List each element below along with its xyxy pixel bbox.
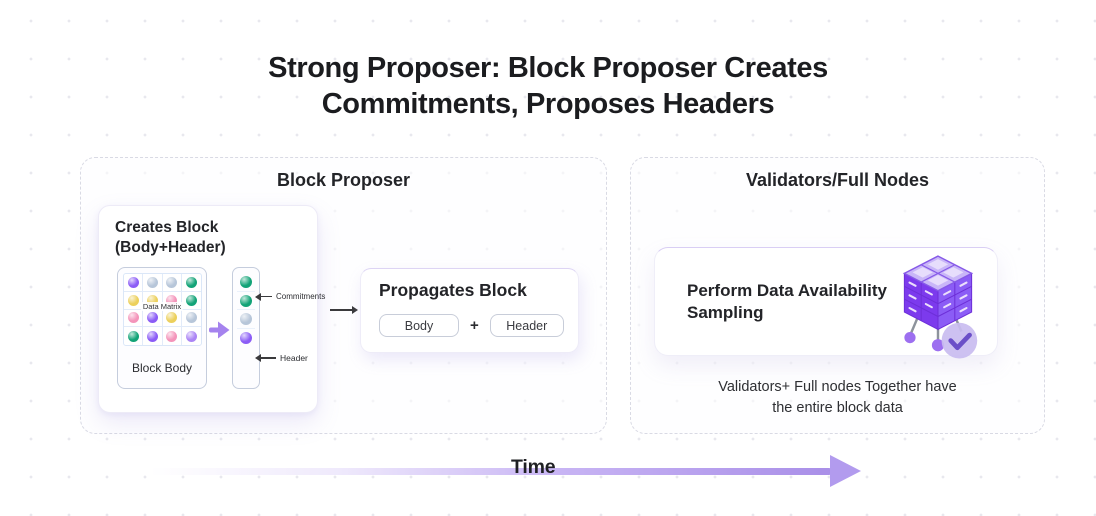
yellow-dot xyxy=(162,309,182,328)
pointer-arrow-icon xyxy=(255,354,276,362)
yellow-dot xyxy=(124,291,144,310)
time-arrow-bar xyxy=(150,468,832,475)
validators-caption: Validators+ Full nodes Together have the… xyxy=(718,379,957,416)
lavender-dot xyxy=(182,327,201,345)
block-body-label: Block Body xyxy=(131,361,193,375)
pink-dot xyxy=(163,327,182,345)
transform-arrow-icon xyxy=(209,321,230,339)
purple-dot xyxy=(143,327,163,345)
block-body-box: Data Matrix Block Body xyxy=(117,267,207,389)
propagates-block-title: Propagates Block xyxy=(379,280,527,300)
header-column xyxy=(232,267,260,389)
block-proposer-label: Block Proposer xyxy=(276,170,411,190)
purple-dot xyxy=(143,309,163,328)
gray-dot xyxy=(162,274,182,292)
validators-label: Validators/Full Nodes xyxy=(745,170,930,190)
data-availability-card: Perform Data Availability Sampling xyxy=(654,247,998,359)
time-arrow-head-icon xyxy=(830,455,861,487)
green-dot xyxy=(181,274,201,292)
time-label: Time xyxy=(511,456,556,478)
purple-dot xyxy=(233,329,259,348)
data-cube-icon xyxy=(902,255,978,359)
commitments-label: Commitments xyxy=(276,292,326,301)
pointer-arrow-icon xyxy=(255,293,272,300)
gray-dot xyxy=(233,310,259,329)
propagate-arrow-icon xyxy=(330,306,358,313)
data-matrix-label: Data Matrix xyxy=(140,302,184,311)
header-pointer-label: Header xyxy=(280,353,308,363)
green-dot xyxy=(124,327,144,345)
gray-dot xyxy=(181,310,201,328)
plus-sign: + xyxy=(470,317,479,334)
propagates-block-pills: Body + Header xyxy=(379,314,564,337)
creates-block-card: Creates Block (Body+Header) Data Matrix … xyxy=(98,205,318,413)
body-pill: Body xyxy=(379,314,459,337)
header-annotation: Header xyxy=(255,353,308,363)
header-pill: Header xyxy=(489,314,564,337)
creates-block-title: Creates Block (Body+Header) xyxy=(115,219,226,256)
green-dot xyxy=(233,273,259,292)
purple-dot xyxy=(124,274,144,292)
data-availability-text: Perform Data Availability Sampling xyxy=(687,281,887,323)
commitments-annotation: Commitments xyxy=(255,292,326,301)
green-dot xyxy=(181,292,201,310)
gray-dot xyxy=(143,274,163,292)
pink-dot xyxy=(124,309,144,328)
validators-panel: Validators/Full Nodes Perform Data Avail… xyxy=(630,157,1045,434)
propagates-block-card: Propagates Block Body + Header xyxy=(360,268,579,353)
green-dot xyxy=(233,292,259,311)
diagram-title: Strong Proposer: Block Proposer Creates … xyxy=(268,52,828,121)
checkmark-icon xyxy=(941,322,978,359)
